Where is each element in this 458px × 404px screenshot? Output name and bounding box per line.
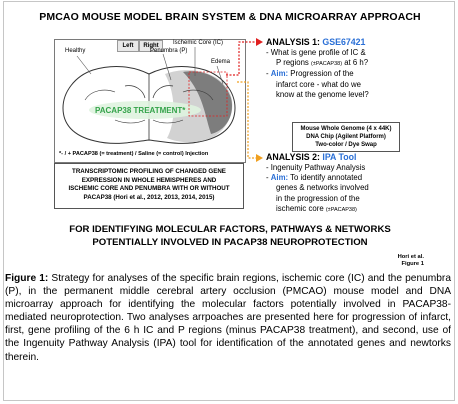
transcript-line-2: EXPRESSION IN WHOLE HEMISPHERES AND <box>81 176 217 184</box>
figure-credit: Hori et al. Figure 1 <box>397 254 424 267</box>
transcript-line-4: PACAP38 (Hori et al., 2012, 2013, 2014, … <box>83 193 215 201</box>
pacap38-treatment-label: PACAP38 TREATMENT* <box>95 106 186 115</box>
brain-section-panel: Left Right Healthy Ischemic Core (IC) Pe… <box>54 39 246 163</box>
right-hemisphere-tag: Right <box>139 40 163 52</box>
transcript-line-1: TRANSCRIPTOMIC PROFILING OF CHANGED GENE <box>72 168 226 175</box>
analysis-2-points: - Ingenuity Pathway Analysis - Aim: To i… <box>266 163 369 213</box>
analysis-1-heading: ANALYSIS 1: GSE67421 <box>266 37 366 47</box>
left-hemisphere-tag: Left <box>117 40 139 52</box>
connector-arrows <box>226 38 263 162</box>
figure: PMCAO MOUSE MODEL BRAIN SYSTEM & DNA MIC… <box>3 1 455 401</box>
geo-accession: GSE67421 <box>322 37 366 47</box>
caption-text: Strategy for analyses of the specific br… <box>5 273 451 363</box>
transcript-line-3: ISCHEMIC CORE AND PENUMBRA WITH OR WITHO… <box>68 185 230 193</box>
brain-illustration <box>62 47 236 144</box>
injection-legend: *- / + PACAP38 (= treatment) / Saline (=… <box>59 151 209 157</box>
figure-caption: Figure 1: Strategy for analyses of the s… <box>5 272 451 364</box>
ipa-tool-label: IPA Tool <box>322 152 357 162</box>
caption-label: Figure 1: <box>5 273 49 284</box>
penumbra-label: Penumbra (P) <box>150 48 188 54</box>
figure-title: PMCAO MOUSE MODEL BRAIN SYSTEM & DNA MIC… <box>39 11 421 23</box>
healthy-label: Healthy <box>65 48 86 54</box>
analysis-2-heading: ANALYSIS 2: IPA Tool <box>266 152 357 162</box>
headline: FOR IDENTIFYING MOLECULAR FACTORS, PATHW… <box>69 224 391 248</box>
ischemic-core-label: Ischemic Core (IC) <box>173 40 224 46</box>
transcriptomic-profiling-box: TRANSCRIPTOMIC PROFILING OF CHANGED GENE… <box>54 163 244 209</box>
microarray-platform-box: Mouse Whole Genome (4 x 44K) DNA Chip (A… <box>292 122 400 152</box>
ischemic-core-region <box>183 71 233 134</box>
analysis-1-points: - What is gene profile of IC & P regions… <box>266 48 369 99</box>
edema-label: Edema <box>211 59 231 65</box>
